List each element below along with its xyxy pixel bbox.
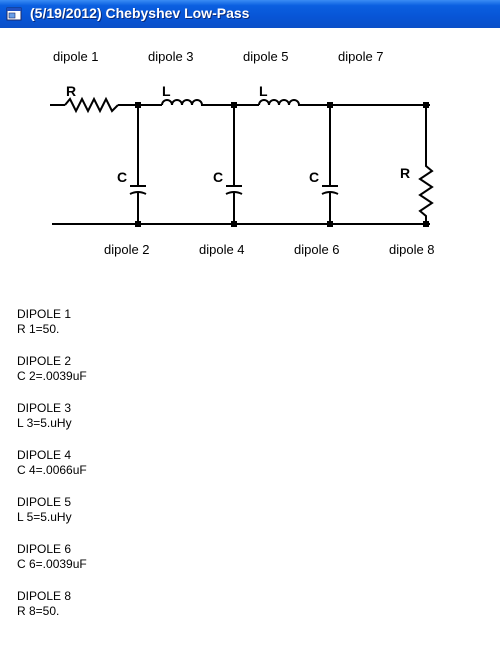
dipole-entry: DIPOLE 4 C 4=.0066uF [17, 448, 87, 478]
junction-dot [423, 102, 429, 108]
dipole-name: DIPOLE 8 [17, 589, 72, 603]
junction-dot [423, 221, 429, 227]
resistor-r1 [64, 96, 119, 114]
dipole-value: C 4=.0066uF [17, 463, 87, 477]
component-label-c4: C [213, 169, 223, 185]
dipole-entry: DIPOLE 1 R 1=50. [17, 307, 87, 337]
dipole-value: C 2=.0039uF [17, 369, 87, 383]
client-area: dipole 1 dipole 3 dipole 5 dipole 7 dipo… [0, 28, 500, 665]
dipole-entry: DIPOLE 2 C 2=.0039uF [17, 354, 87, 384]
dipole-name: DIPOLE 5 [17, 495, 72, 509]
dipole-label-8: dipole 8 [389, 242, 435, 257]
junction-dot [231, 221, 237, 227]
window-title: (5/19/2012) Chebyshev Low-Pass [30, 5, 250, 21]
circuit-diagram: dipole 1 dipole 3 dipole 5 dipole 7 dipo… [50, 49, 435, 257]
component-label-l3: L [162, 83, 171, 99]
junction-dot [327, 221, 333, 227]
dipole-label-7: dipole 7 [338, 49, 384, 64]
dipole-entry: DIPOLE 5 L 5=5.uHy [17, 495, 87, 525]
dipole-name: DIPOLE 3 [17, 401, 72, 415]
inductor-l5 [255, 99, 305, 106]
resistor-r8 [418, 105, 434, 224]
dipole-label-2: dipole 2 [104, 242, 150, 257]
dipole-entry: DIPOLE 3 L 3=5.uHy [17, 401, 87, 431]
dipole-name: DIPOLE 4 [17, 448, 72, 462]
dipole-label-6: dipole 6 [294, 242, 340, 257]
junction-dot [327, 102, 333, 108]
dipole-value: R 1=50. [17, 322, 60, 336]
app-window-icon[interactable] [6, 6, 22, 22]
dipole-name: DIPOLE 6 [17, 542, 72, 556]
junction-dot [135, 221, 141, 227]
component-label-r8: R [400, 165, 410, 181]
capacitor-c4 [225, 105, 243, 224]
dipole-label-1: dipole 1 [53, 49, 99, 64]
component-label-c6: C [309, 169, 319, 185]
junction-dot [135, 102, 141, 108]
dipole-name: DIPOLE 2 [17, 354, 72, 368]
inductor-l3 [158, 99, 210, 106]
dipole-label-3: dipole 3 [148, 49, 194, 64]
component-label-c2: C [117, 169, 127, 185]
dipole-name: DIPOLE 1 [17, 307, 72, 321]
title-bar[interactable]: (5/19/2012) Chebyshev Low-Pass [0, 0, 500, 29]
dipole-value: R 8=50. [17, 604, 60, 618]
dipole-label-5: dipole 5 [243, 49, 289, 64]
dipole-label-4: dipole 4 [199, 242, 245, 257]
component-label-r1: R [66, 83, 76, 99]
dipole-value: L 3=5.uHy [17, 416, 72, 430]
component-label-l5: L [259, 83, 268, 99]
junction-dot [231, 102, 237, 108]
dipole-listing: DIPOLE 1 R 1=50. DIPOLE 2 C 2=.0039uF DI… [17, 307, 87, 636]
dipole-value: C 6=.0039uF [17, 557, 87, 571]
capacitor-c2 [129, 105, 147, 224]
dipole-value: L 5=5.uHy [17, 510, 72, 524]
dipole-entry: DIPOLE 8 R 8=50. [17, 589, 87, 619]
capacitor-c6 [321, 105, 339, 224]
dipole-entry: DIPOLE 6 C 6=.0039uF [17, 542, 87, 572]
